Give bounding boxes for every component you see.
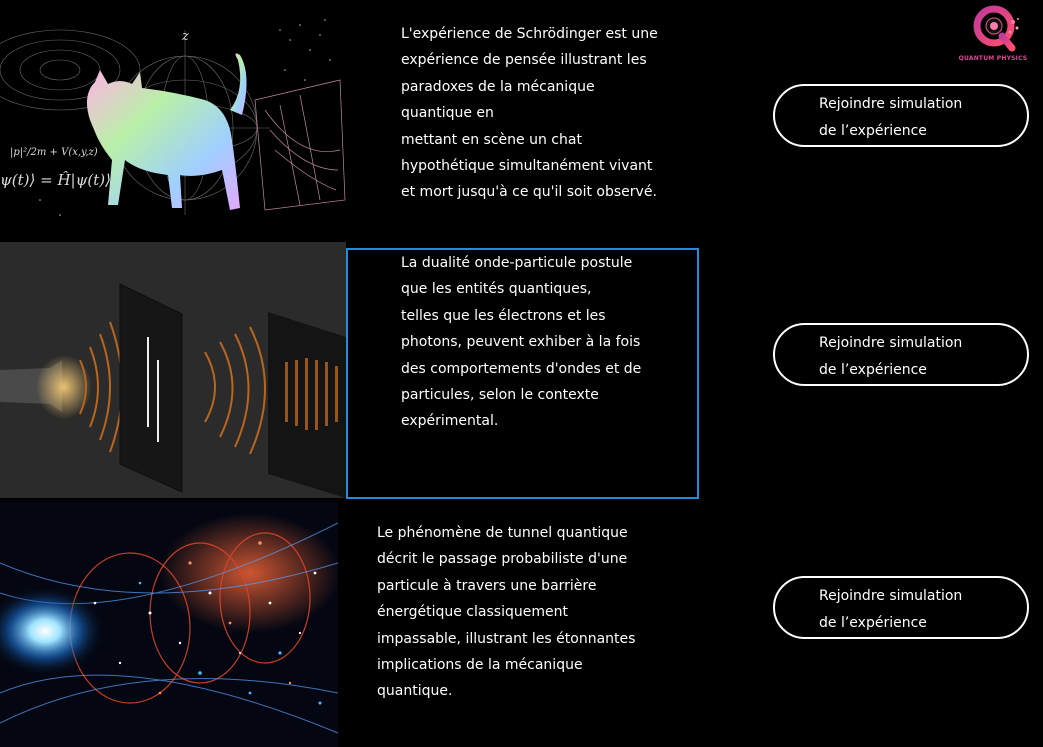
svg-text:ψ(t)⟩ = Ĥ|ψ(t)⟩: ψ(t)⟩ = Ĥ|ψ(t)⟩ bbox=[0, 171, 111, 189]
join-simulation-button[interactable]: Rejoindre simulation de l’expérience bbox=[773, 576, 1029, 639]
quantum-physics-logo[interactable]: QUANTUM PHYSICS bbox=[958, 2, 1028, 66]
schrodinger-cat-illustration: z ψ(t)⟩ = Ĥ|ψ(t)⟩ |p|²/2m + V(x,y,z) bbox=[0, 0, 347, 236]
double-slit-experiment-illustration bbox=[0, 242, 346, 498]
quantum-q-logo-icon bbox=[973, 5, 1019, 52]
svg-text:|p|²/2m + V(x,y,z): |p|²/2m + V(x,y,z) bbox=[10, 147, 98, 158]
experiment-description: Le phénomène de tunnel quantique décrit … bbox=[377, 525, 636, 700]
logo-text: QUANTUM PHYSICS bbox=[958, 55, 1028, 62]
quantum-tunnel-illustration bbox=[0, 503, 338, 747]
svg-text:z: z bbox=[181, 29, 189, 44]
join-simulation-button[interactable]: Rejoindre simulation de l’expérience bbox=[773, 323, 1029, 386]
join-simulation-button[interactable]: Rejoindre simulation de l’expérience bbox=[773, 84, 1029, 147]
experiment-description: La dualité onde-particule postule que le… bbox=[401, 255, 642, 430]
experiment-description: L'expérience de Schrödinger est une expé… bbox=[401, 26, 658, 201]
